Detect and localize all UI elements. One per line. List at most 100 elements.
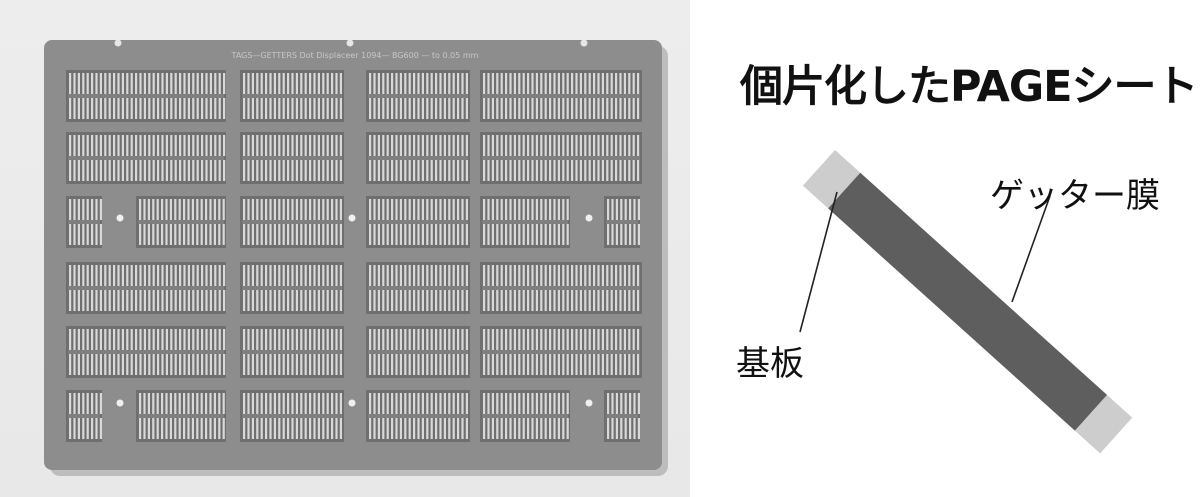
strip-slot bbox=[610, 73, 613, 94]
strip-slot bbox=[553, 418, 556, 439]
strip-slot bbox=[571, 73, 574, 94]
strip-slot bbox=[465, 135, 468, 156]
strip-slot bbox=[623, 135, 626, 156]
strip-slot bbox=[243, 418, 246, 439]
strip-slot bbox=[304, 265, 307, 286]
strip-slot bbox=[382, 135, 385, 156]
strip-slot bbox=[104, 98, 107, 119]
strip-slot bbox=[143, 160, 146, 181]
strip-slot bbox=[309, 329, 312, 350]
strip-slot bbox=[391, 199, 394, 220]
strip-slot bbox=[326, 354, 329, 375]
strip-slot bbox=[448, 290, 451, 311]
strip-slot bbox=[196, 290, 199, 311]
strip-rail bbox=[606, 414, 638, 418]
strip-slot bbox=[161, 265, 164, 286]
strip-slot bbox=[269, 354, 272, 375]
strip-slot bbox=[633, 199, 636, 220]
strip-slot bbox=[273, 135, 276, 156]
strip-slot bbox=[496, 73, 499, 94]
strip-slot bbox=[632, 354, 635, 375]
strip-slot bbox=[339, 290, 342, 311]
strip-slot bbox=[260, 199, 263, 220]
strip-slot bbox=[562, 199, 565, 220]
strip-slot bbox=[597, 98, 600, 119]
strip-slot bbox=[562, 329, 565, 350]
strip-slot bbox=[91, 98, 94, 119]
strip-slot bbox=[413, 393, 416, 414]
strip-slot bbox=[579, 265, 582, 286]
strip-slot bbox=[192, 354, 195, 375]
strip-slot bbox=[566, 135, 569, 156]
strip-slot bbox=[500, 418, 503, 439]
strip-slot bbox=[209, 199, 212, 220]
strip-slot bbox=[408, 160, 411, 181]
strip-slot bbox=[273, 224, 276, 245]
strip-slot bbox=[86, 354, 89, 375]
strip-slot bbox=[174, 329, 177, 350]
strip-slot bbox=[509, 199, 512, 220]
strip-slot bbox=[335, 73, 338, 94]
strip-slot bbox=[619, 329, 622, 350]
strip-slot bbox=[584, 329, 587, 350]
strip-slot bbox=[326, 199, 329, 220]
strip-slot bbox=[183, 290, 186, 311]
strip-slot bbox=[408, 98, 411, 119]
strip-slot bbox=[170, 135, 173, 156]
strip-slot bbox=[309, 160, 312, 181]
strip-slot bbox=[117, 135, 120, 156]
strip-slot bbox=[421, 290, 424, 311]
strip-slot bbox=[509, 135, 512, 156]
strip-slot bbox=[247, 265, 250, 286]
strip-slot bbox=[496, 265, 499, 286]
strip-slot bbox=[404, 329, 407, 350]
strip-rail bbox=[482, 286, 640, 290]
strip-slot bbox=[139, 199, 142, 220]
strip-slot bbox=[597, 160, 600, 181]
strip-slot bbox=[192, 290, 195, 311]
strip-slot bbox=[251, 135, 254, 156]
strip-slot bbox=[505, 224, 508, 245]
strip-slot bbox=[439, 265, 442, 286]
strip-slot bbox=[377, 393, 380, 414]
strip-slot bbox=[562, 224, 565, 245]
strip-slot bbox=[91, 418, 94, 439]
strip-slot bbox=[593, 290, 596, 311]
strip-slot bbox=[373, 160, 376, 181]
strip-slot bbox=[377, 329, 380, 350]
strip-slot bbox=[260, 354, 263, 375]
strip-slot bbox=[179, 73, 182, 94]
strip-rail bbox=[68, 414, 100, 418]
strip-slot bbox=[377, 224, 380, 245]
strip-slot bbox=[213, 224, 216, 245]
strip-slot bbox=[465, 418, 468, 439]
gutter-film-strip bbox=[828, 172, 1107, 431]
strip-slot bbox=[535, 393, 538, 414]
strip-slot bbox=[214, 160, 217, 181]
strip-slot bbox=[522, 418, 525, 439]
strip-slot bbox=[443, 329, 446, 350]
strip-slot bbox=[606, 329, 609, 350]
strip-slot bbox=[251, 98, 254, 119]
strip-slot bbox=[377, 354, 380, 375]
strip-slot bbox=[304, 290, 307, 311]
strip-slot bbox=[452, 199, 455, 220]
strip-slot bbox=[99, 418, 102, 439]
strip-slot bbox=[619, 135, 622, 156]
strip-slot bbox=[121, 160, 124, 181]
strip-slot bbox=[309, 224, 312, 245]
strip-slot bbox=[300, 135, 303, 156]
strip-slot bbox=[326, 224, 329, 245]
strip-slot bbox=[73, 290, 76, 311]
strip-slot bbox=[395, 265, 398, 286]
strip-slot bbox=[269, 160, 272, 181]
strip-slot bbox=[413, 135, 416, 156]
strip-slot bbox=[430, 224, 433, 245]
strip-slot bbox=[391, 393, 394, 414]
strip-slot bbox=[331, 160, 334, 181]
strip-slot bbox=[143, 199, 146, 220]
strip-slot bbox=[575, 135, 578, 156]
strip-slot bbox=[369, 224, 372, 245]
strip-slot bbox=[313, 135, 316, 156]
strip-slot bbox=[135, 98, 138, 119]
